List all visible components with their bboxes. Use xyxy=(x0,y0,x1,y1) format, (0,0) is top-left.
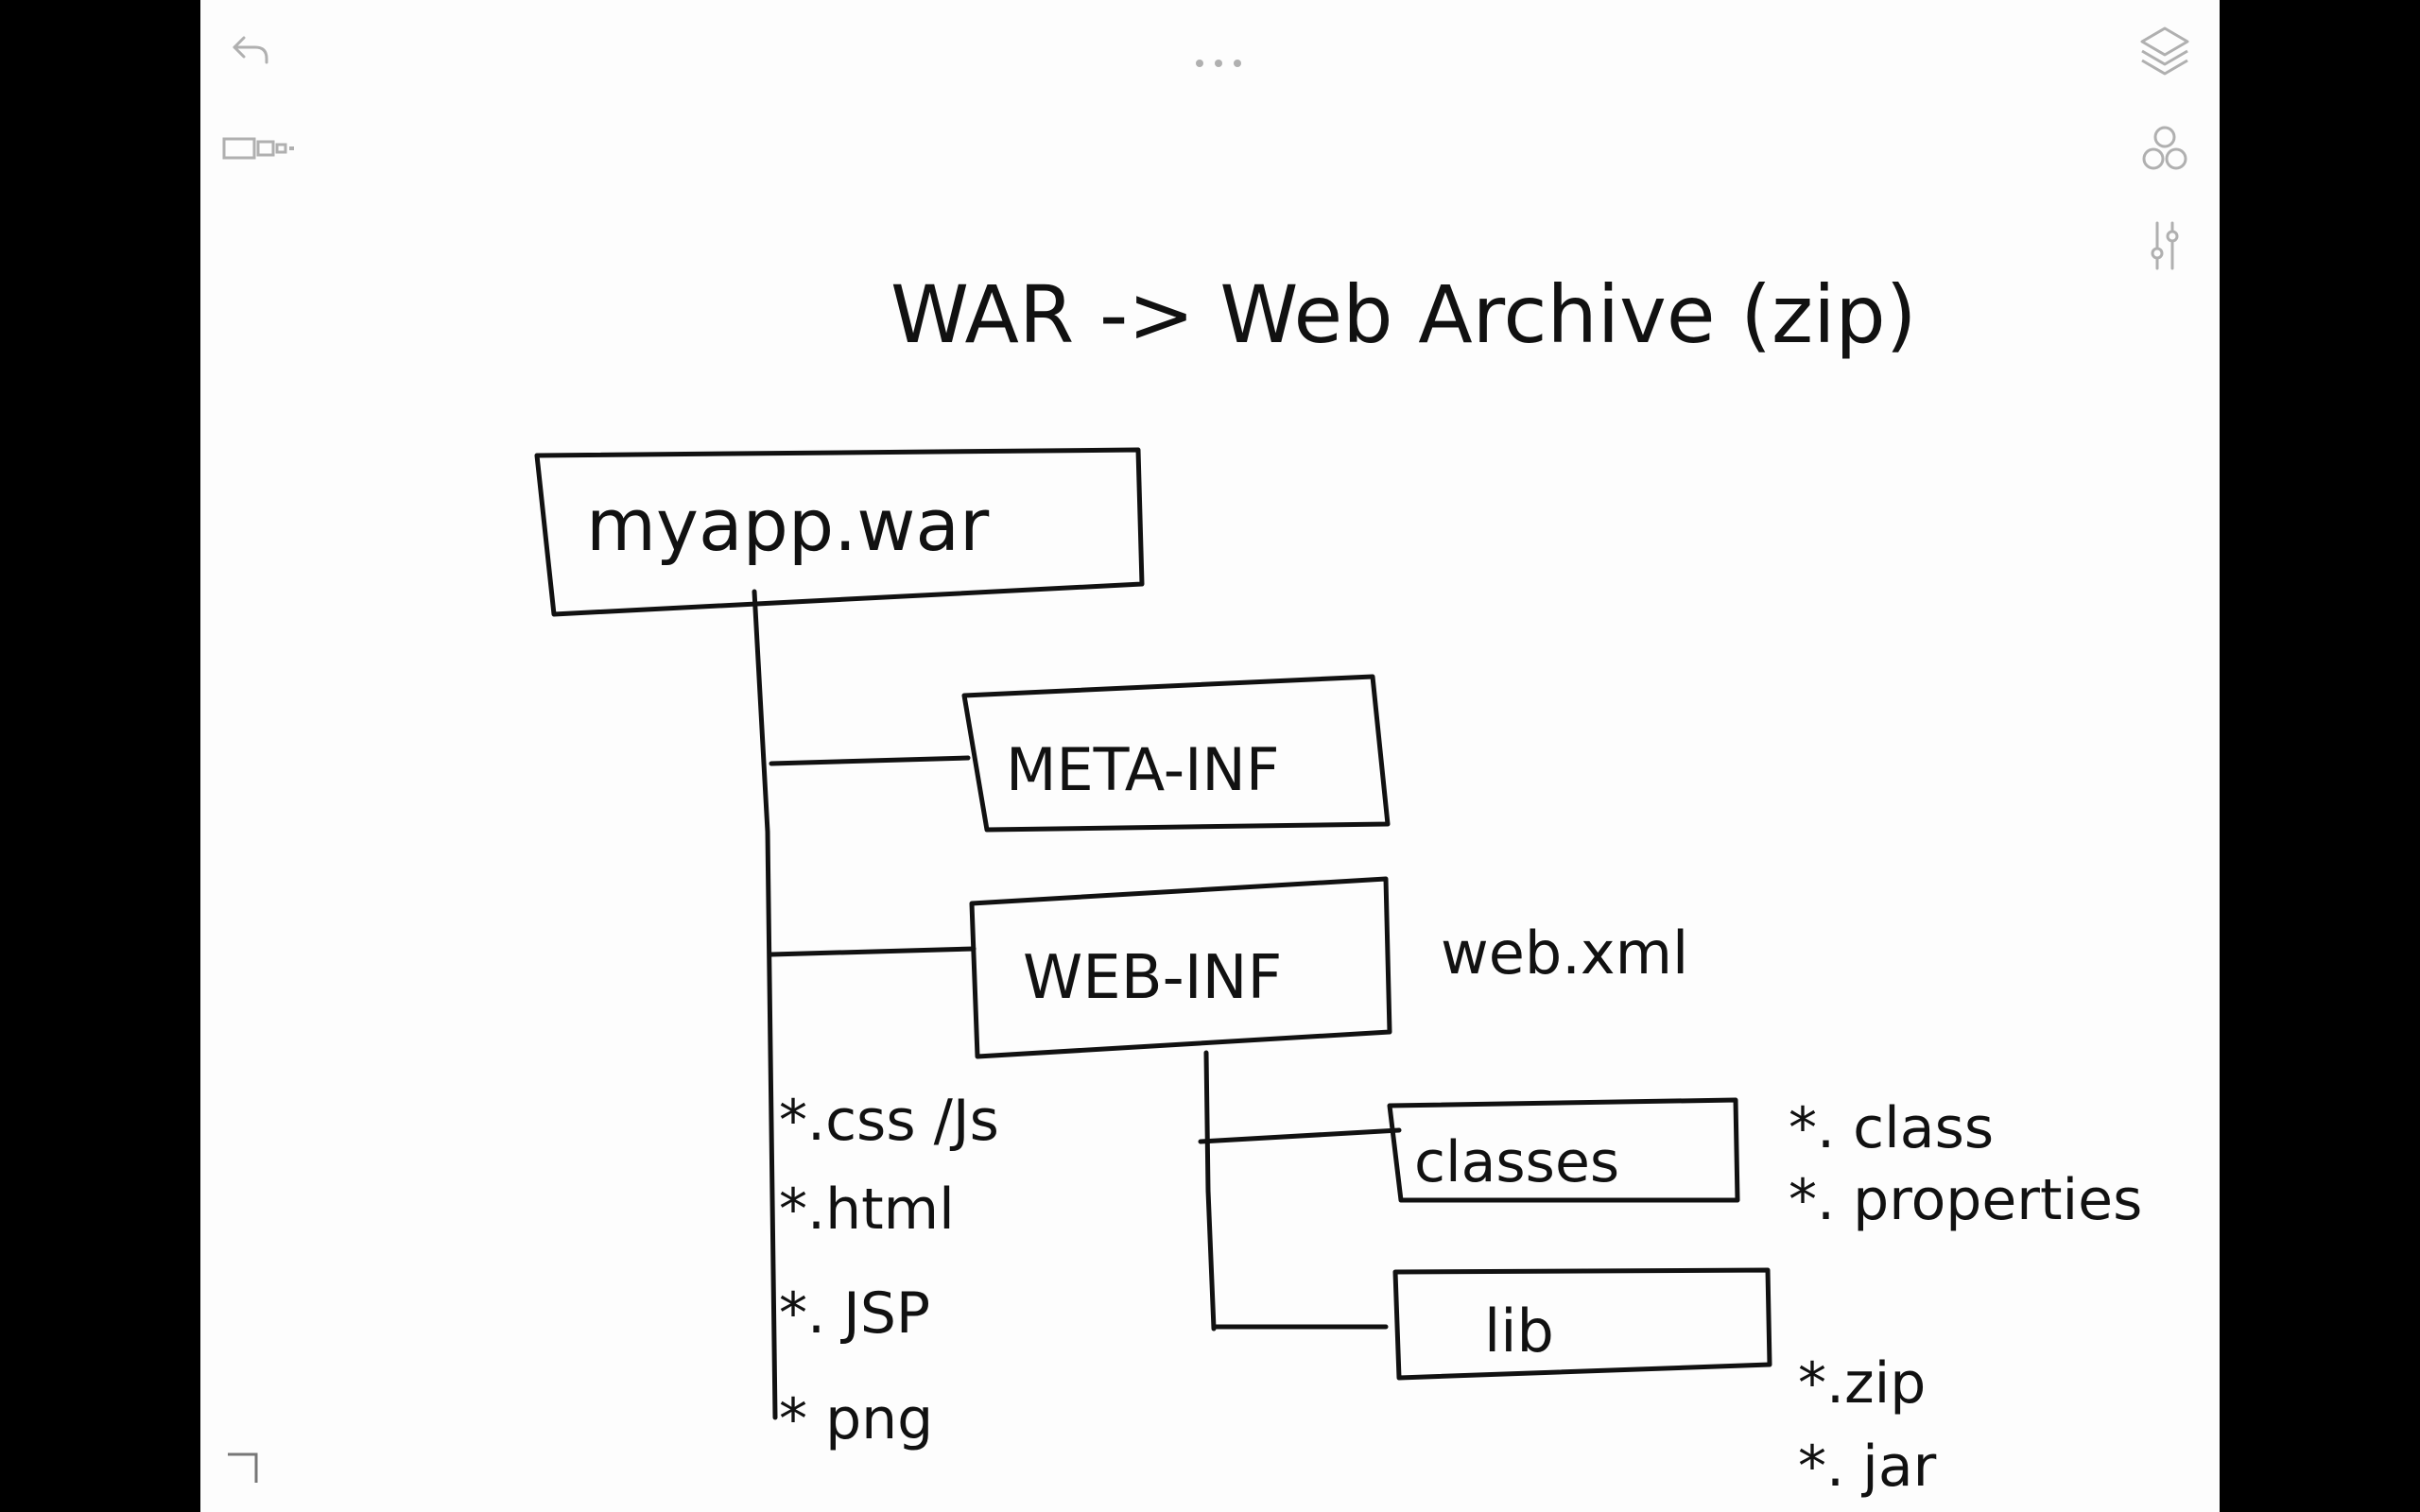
handwritten-diagram: WAR -> Web Archive (zip) myapp.war META-… xyxy=(534,268,2142,1500)
lib-file-2: *. jar xyxy=(1798,1434,1937,1500)
classes-file-1: *. class xyxy=(1789,1095,1994,1161)
lib-box xyxy=(1392,1267,1772,1381)
more-options-button[interactable] xyxy=(1178,49,1259,77)
root-trunk-line xyxy=(752,589,778,1420)
web-xml-label: web.xml xyxy=(1441,919,1688,988)
root-file-3: *. JSP xyxy=(779,1280,930,1347)
corner-bracket-icon xyxy=(228,1452,258,1483)
sliders-icon xyxy=(2151,221,2179,270)
shapes-circles-icon xyxy=(2142,126,2187,170)
layers-icon xyxy=(2140,26,2189,76)
meta-inf-connector xyxy=(769,755,971,766)
canvas-corner-marker xyxy=(219,1442,267,1489)
ellipsis-icon xyxy=(1196,60,1241,67)
meta-inf-label: META-INF xyxy=(1006,735,1279,804)
undo-arrow-icon xyxy=(233,36,268,64)
classes-box xyxy=(1387,1097,1740,1203)
undo-button[interactable] xyxy=(225,26,278,72)
classes-file-2: *. properties xyxy=(1789,1167,2142,1233)
adjust-settings-button[interactable] xyxy=(2129,214,2201,278)
classes-connector xyxy=(1198,1127,1402,1144)
meta-inf-box xyxy=(961,674,1391,833)
lib-file-1: *.zip xyxy=(1798,1350,1926,1417)
root-file-4: * png xyxy=(779,1386,933,1452)
root-file-1: *.css /Js xyxy=(779,1088,999,1154)
classes-label: classes xyxy=(1414,1129,1619,1195)
page-thumbnails-icon xyxy=(222,137,294,160)
note-canvas[interactable]: WAR -> Web Archive (zip) myapp.war META-… xyxy=(200,0,2220,1512)
page-thumbnails-button[interactable] xyxy=(216,129,310,166)
shapes-button[interactable] xyxy=(2129,117,2201,181)
web-inf-box xyxy=(969,876,1392,1059)
root-label: myapp.war xyxy=(586,483,990,567)
web-inf-trunk-line xyxy=(1203,1050,1217,1332)
root-file-2: *.html xyxy=(779,1177,955,1243)
root-box xyxy=(534,447,1145,617)
layers-button[interactable] xyxy=(2129,19,2201,83)
web-inf-connector xyxy=(769,946,977,957)
note-title: WAR -> Web Archive (zip) xyxy=(890,268,1917,361)
lib-label: lib xyxy=(1484,1297,1554,1366)
web-inf-label: WEB-INF xyxy=(1023,943,1282,1013)
